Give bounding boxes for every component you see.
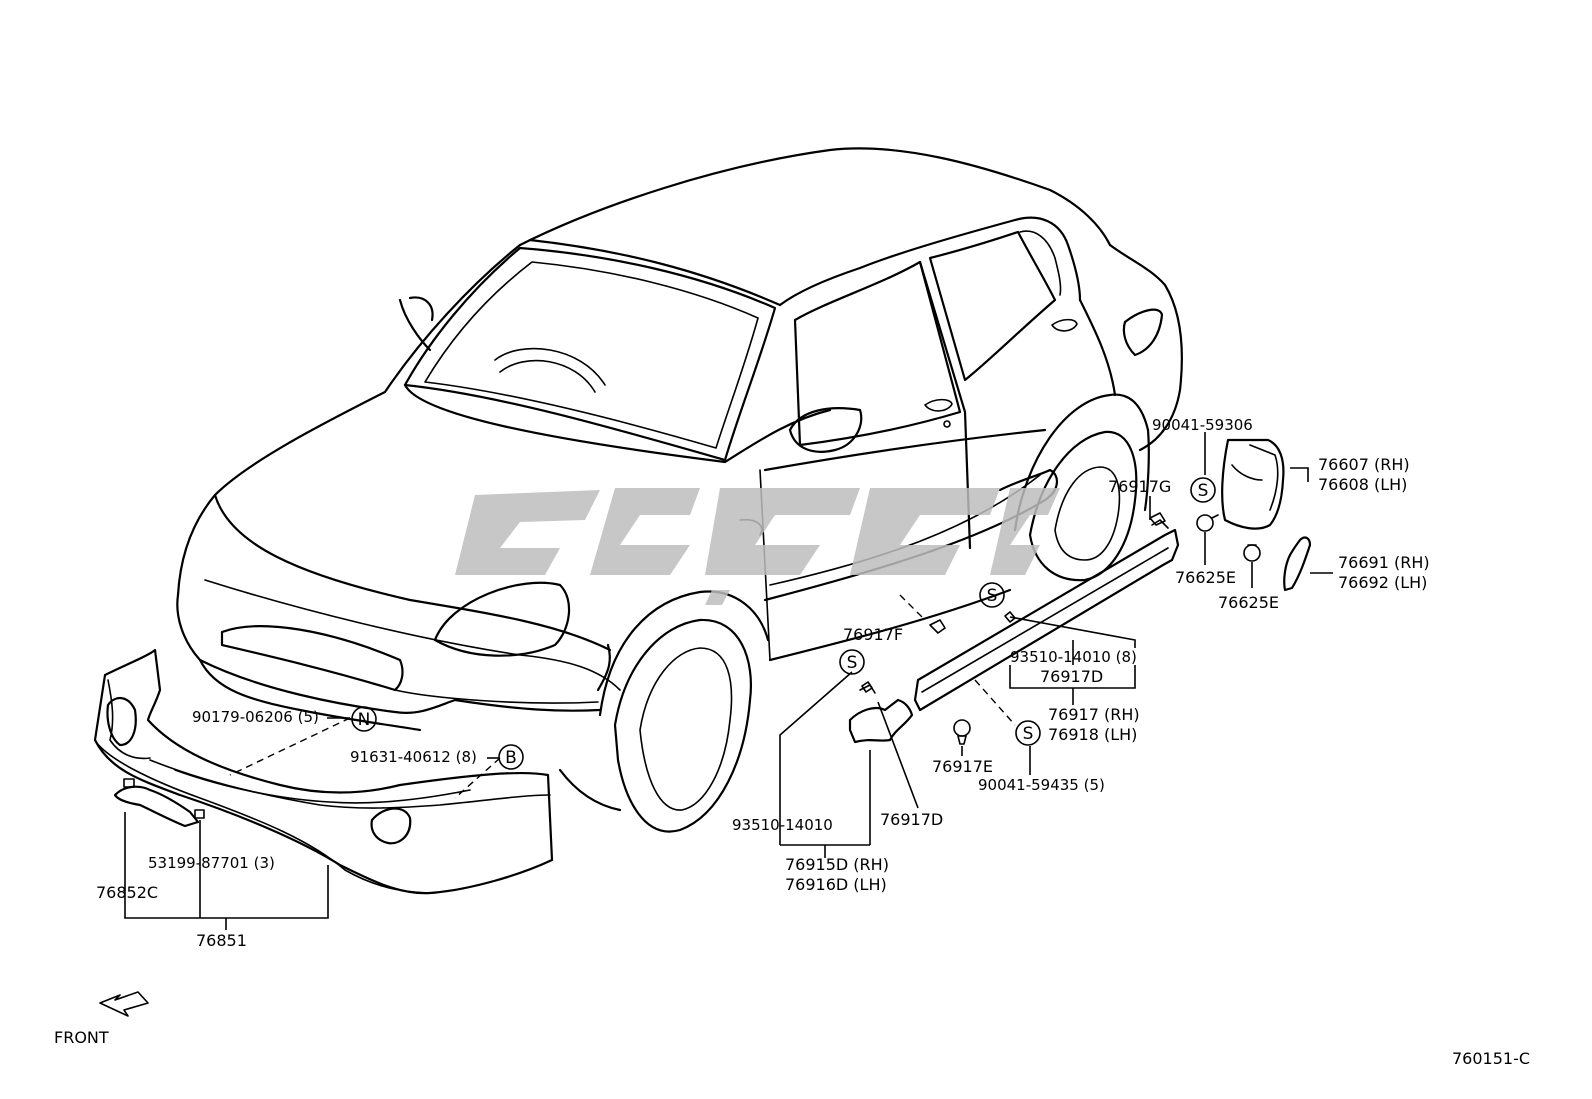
svg-text:B: B <box>505 748 517 768</box>
label-76917E: 76917E <box>932 757 993 776</box>
label-76625E-a: 76625E <box>1175 568 1236 587</box>
label-76625E-b: 76625E <box>1218 593 1279 612</box>
label-76607: 76607 (RH) <box>1318 455 1410 474</box>
label-90041-59435: 90041-59435 (5) <box>978 776 1105 794</box>
label-93510-14010: 93510-14010 <box>732 816 833 834</box>
front-arrow-icon <box>99 991 149 1017</box>
label-76918: 76918 (LH) <box>1048 725 1137 744</box>
svg-text:N: N <box>358 710 371 730</box>
label-90041-59306: 90041-59306 <box>1152 416 1253 434</box>
label-76917: 76917 (RH) <box>1048 705 1140 724</box>
screw-s-markers <box>861 611 1016 693</box>
label-76917D-a: 76917D <box>1040 667 1103 686</box>
clip-76917F <box>929 619 946 634</box>
mud-flap-rear-76607 <box>1221 438 1285 530</box>
label-76851: 76851 <box>196 931 247 950</box>
circle-marker-b: B <box>498 744 524 770</box>
fastener-76625E-a <box>1196 514 1219 532</box>
svg-text:S: S <box>1198 481 1209 501</box>
label-76917F: 76917F <box>843 625 903 644</box>
trim-76691 <box>1283 536 1312 592</box>
front-label: FRONT <box>54 1028 109 1047</box>
label-53199-87701: 53199-87701 (3) <box>148 854 275 872</box>
label-76852C: 76852C <box>96 883 158 902</box>
circle-marker-n: N <box>351 706 377 732</box>
label-76916D: 76916D (LH) <box>785 875 887 894</box>
label-76915D: 76915D (RH) <box>785 855 889 874</box>
label-76917G: 76917G <box>1108 477 1171 496</box>
label-76917D-b: 76917D <box>880 810 943 829</box>
circle-marker-s-lower: S <box>1015 720 1041 746</box>
part-labels: 90041-59306 76607 (RH) 76608 (LH) 76917G… <box>96 416 1430 950</box>
clip-76917G <box>1149 512 1166 526</box>
fastener-76625E-b <box>1243 544 1261 562</box>
front-spoiler-76851 <box>93 648 554 895</box>
leader-lines <box>124 432 1333 930</box>
label-90179-06206: 90179-06206 (5) <box>192 708 319 726</box>
circle-marker-s-mudguard: S <box>839 649 865 675</box>
watermark-logo <box>455 488 1060 605</box>
label-93510-14010-8: 93510-14010 (8) <box>1010 648 1137 666</box>
bracket-76852C <box>113 778 205 828</box>
label-76692: 76692 (LH) <box>1338 573 1427 592</box>
svg-text:S: S <box>1023 724 1034 744</box>
diagram-code: 760151-C <box>1452 1049 1530 1068</box>
clip-76917E <box>953 719 971 745</box>
svg-text:S: S <box>847 653 858 673</box>
mudguard-front-76915D <box>848 684 914 744</box>
label-76691: 76691 (RH) <box>1338 553 1430 572</box>
circle-marker-s-skirt: S <box>979 582 1005 608</box>
circle-marker-s-upper: S <box>1190 477 1216 503</box>
label-76608: 76608 (LH) <box>1318 475 1407 494</box>
label-91631-40612: 91631-40612 (8) <box>350 748 477 766</box>
svg-text:S: S <box>987 586 998 606</box>
